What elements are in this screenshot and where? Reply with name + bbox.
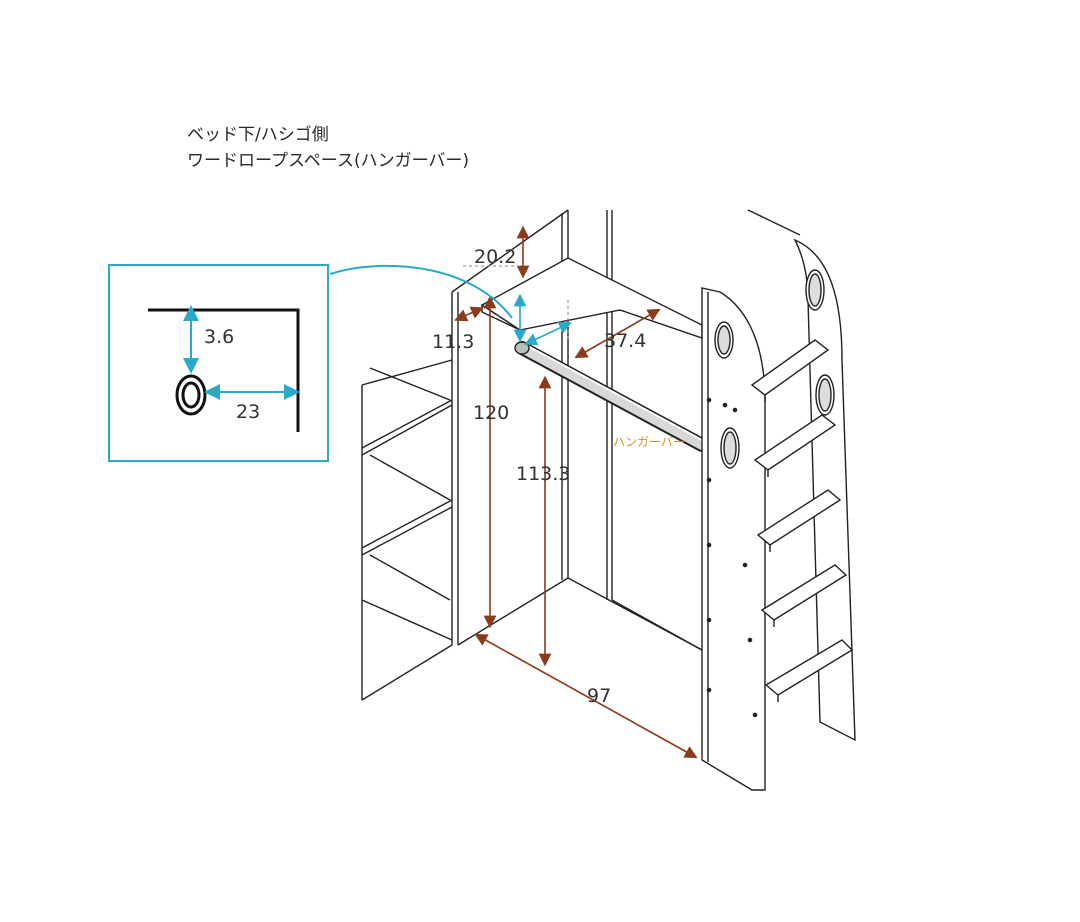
front-side-panel bbox=[701, 287, 766, 791]
dim-bar-offset: 11.3 bbox=[432, 331, 474, 353]
dim-bar-depth: 37.4 bbox=[604, 330, 646, 352]
dimension-lines bbox=[454, 225, 698, 759]
title-line-2: ワードロープスペース(ハンガーバー) bbox=[187, 151, 470, 171]
ladder bbox=[750, 238, 856, 742]
dim-top-gap: 20.2 bbox=[474, 246, 516, 268]
top-panel bbox=[480, 257, 703, 339]
hanger-bar-label: ハンガーバー bbox=[613, 435, 685, 449]
dim-height-bar: 113.3 bbox=[516, 463, 570, 485]
dim-width: 97 bbox=[587, 685, 611, 707]
bar-detail-arrows bbox=[513, 293, 572, 346]
left-shelf-unit bbox=[361, 292, 459, 701]
dimension-guides bbox=[463, 265, 569, 340]
detail-inset bbox=[108, 264, 329, 462]
hanger-bar bbox=[514, 341, 709, 452]
detail-vertical-label: 3.6 bbox=[204, 326, 234, 348]
detail-connector bbox=[329, 264, 513, 319]
title-line-1: ベッド下/ハシゴ側 bbox=[187, 125, 329, 145]
detail-horizontal-label: 23 bbox=[236, 401, 260, 423]
dim-height-total: 120 bbox=[473, 402, 509, 424]
